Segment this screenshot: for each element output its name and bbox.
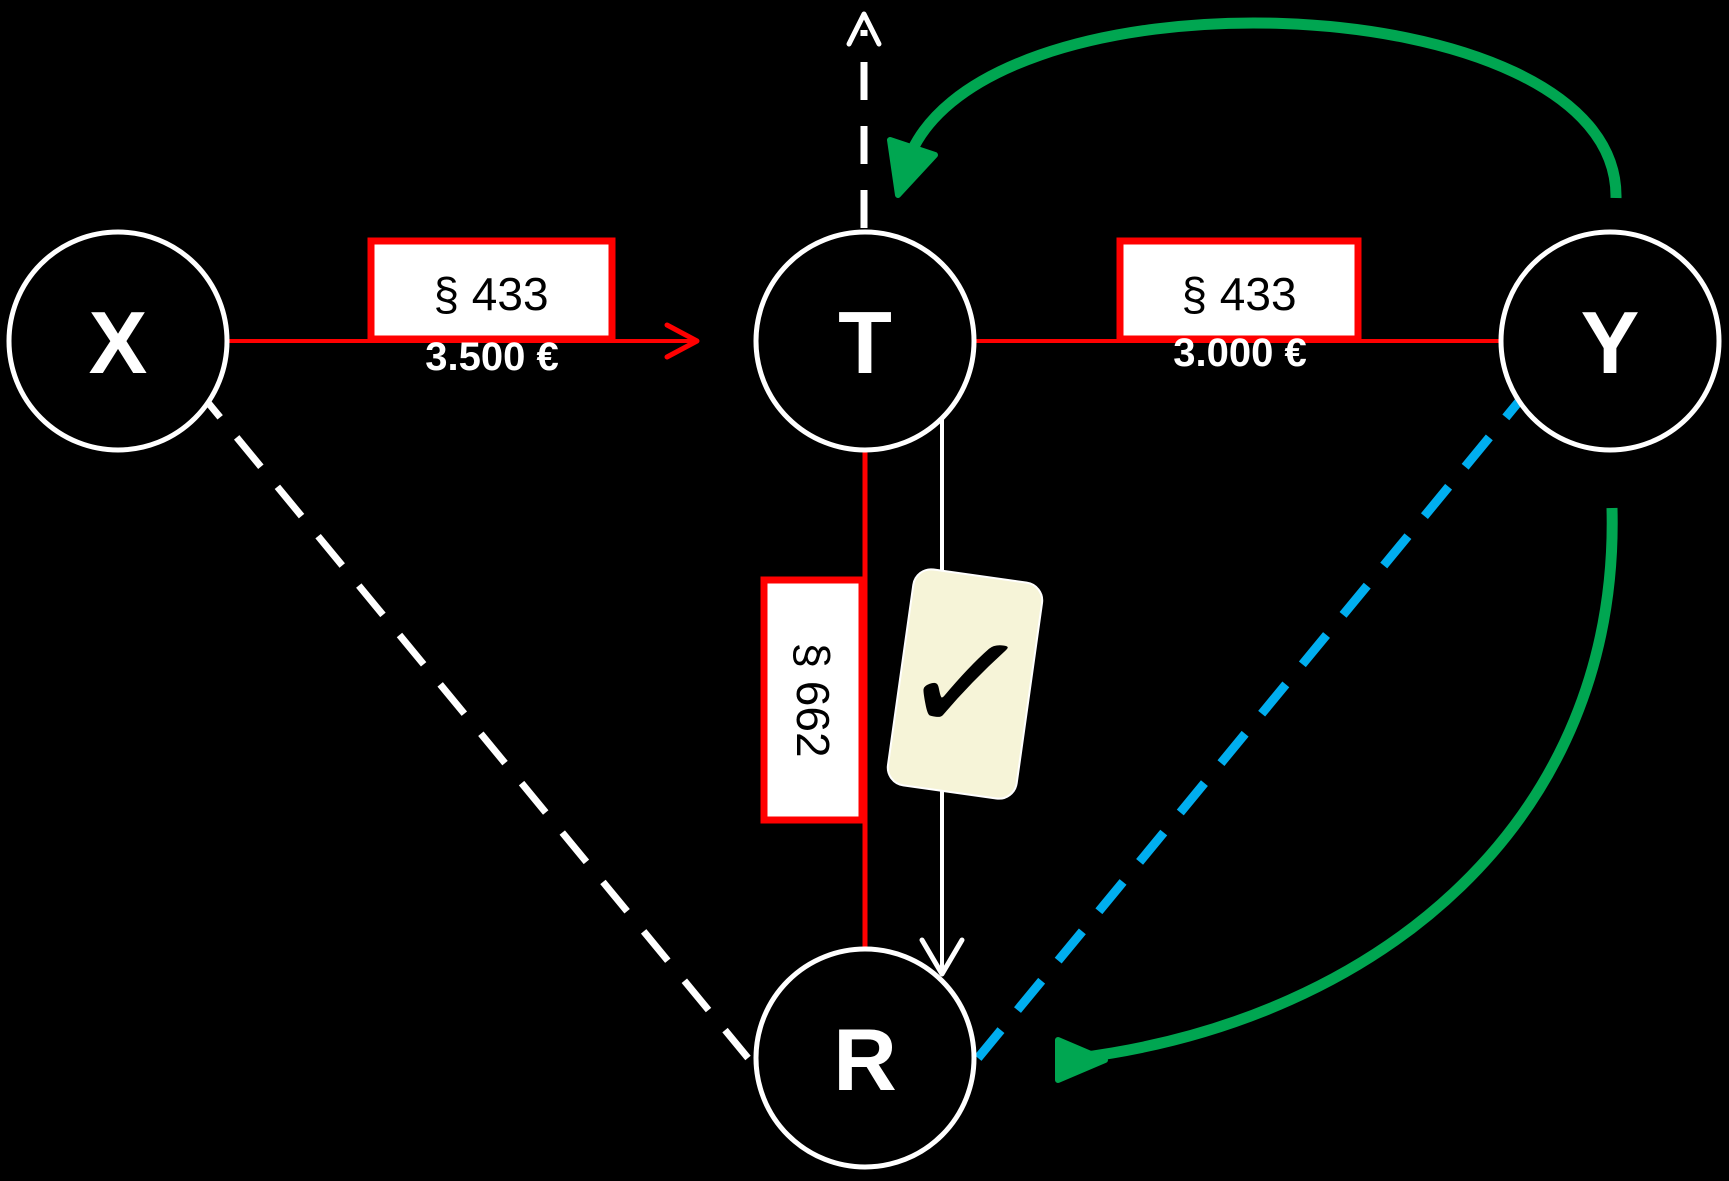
check-card: ✓	[886, 568, 1044, 800]
green-arrow-y-t	[899, 17, 1622, 199]
edge-x-t-arrowhead	[664, 322, 700, 360]
node-x: X	[6, 229, 230, 453]
node-t: T	[753, 229, 977, 453]
delivery-arrowhead	[919, 937, 965, 977]
label-x-t-text: § 433	[433, 268, 548, 320]
node-t-label: T	[838, 293, 892, 392]
green-arrow-y-r-head	[1055, 1037, 1108, 1083]
checkmark-icon: ✓	[891, 589, 1040, 779]
label-x-t: § 433	[367, 237, 616, 343]
node-r-label: R	[833, 1010, 897, 1109]
dashed-x-r-line	[193, 385, 751, 1061]
label-t-r: § 662	[760, 576, 866, 824]
amount-x-t: 3.500 €	[425, 335, 558, 379]
label-t-y: § 433	[1116, 237, 1362, 343]
node-r: R	[753, 946, 977, 1170]
amount-t-y: 3.000 €	[1173, 331, 1306, 375]
dashed-up-arrowhead	[846, 11, 882, 47]
node-y-label: Y	[1581, 293, 1640, 392]
green-arrow-y-r	[1077, 507, 1618, 1064]
green-arrow-y-t-head	[887, 137, 938, 198]
node-y: Y	[1498, 229, 1722, 453]
label-t-y-text: § 433	[1181, 268, 1296, 320]
label-t-r-text: § 662	[787, 642, 839, 757]
node-x-label: X	[89, 293, 148, 392]
dashed-y-r-line	[974, 385, 1534, 1061]
